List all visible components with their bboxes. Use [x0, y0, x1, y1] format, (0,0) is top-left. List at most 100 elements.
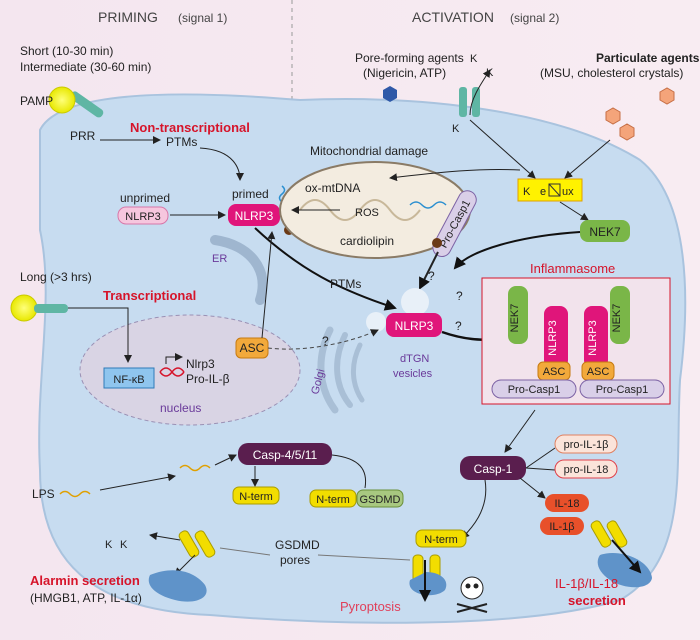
- prr-receptor-icon: [70, 91, 104, 118]
- il18-label: IL-18: [554, 498, 579, 510]
- nlrp3-left: NLRP3: [547, 320, 559, 355]
- non-transcriptional-label: Non-transcriptional: [130, 120, 250, 135]
- crystal-icon-1: [659, 87, 675, 105]
- arrow-transcriptional: [68, 307, 132, 363]
- arrow-asc-primed: [261, 231, 276, 339]
- nterm-left-label: N-term: [239, 491, 273, 503]
- arrow-casp1-il: [519, 477, 546, 499]
- nterm-left: [232, 486, 280, 505]
- pro-il18-label: pro-IL-18: [564, 464, 609, 476]
- nterm-right: [415, 529, 467, 548]
- arrow-k-out-bottom: [149, 532, 181, 541]
- crystal-icon-3: [619, 123, 635, 141]
- k-efflux-ux: ux: [562, 186, 574, 198]
- particulate-label: Particulate agents: [596, 51, 700, 65]
- pro-casp1-left: Pro-Casp1: [508, 384, 561, 396]
- pore-right-a: [590, 520, 612, 548]
- k-out-2: K: [486, 67, 494, 79]
- pro-il1b: [554, 434, 618, 454]
- k-efflux-k: K: [523, 186, 531, 198]
- particulate-eg: (MSU, cholesterol crystals): [540, 66, 683, 80]
- skull-icon: [456, 576, 488, 613]
- gsdmd: [356, 489, 404, 508]
- mtdna-icon: [409, 201, 447, 209]
- line-casp1-proil1b: [525, 447, 556, 469]
- arrow-il-secretion: [611, 539, 642, 574]
- nterm-mid: [309, 489, 357, 508]
- timing-short: Short (10-30 min): [20, 44, 113, 58]
- ros-label: ROS: [355, 207, 379, 219]
- k-out-1: K: [470, 53, 478, 65]
- mito-damage-label: Mitochondrial damage: [310, 144, 428, 158]
- nfkb-box: [103, 367, 155, 389]
- timing-long: Long (>3 hrs): [20, 270, 92, 284]
- er-membrane: [210, 235, 268, 305]
- arrow-lps-casp: [214, 454, 237, 466]
- nek7-left: NEK7: [509, 304, 521, 333]
- arrow-pore-efflux: [469, 119, 536, 179]
- arrow-efflux-nek7: [559, 201, 589, 221]
- nek7-right: NEK7: [611, 304, 623, 333]
- lps-icon-out: [59, 490, 91, 498]
- k-out-bottom-2: K: [120, 539, 128, 551]
- pore-agents-eg: (Nigericin, ATP): [363, 66, 446, 80]
- dtgn-label: dTGN: [400, 353, 429, 365]
- unprimed-label: unprimed: [120, 191, 170, 205]
- nterm-mid-label: N-term: [316, 494, 350, 506]
- long-ligand-icon: [10, 294, 38, 322]
- mito-cristae: [299, 199, 421, 221]
- pore-right-b: [606, 520, 628, 548]
- alarmin-eg: (HMGB1, ATP, IL-1α): [30, 591, 142, 605]
- q-nek7: ?: [456, 289, 463, 303]
- nigericin-icon: [383, 86, 397, 102]
- line-pores-right: [317, 554, 411, 561]
- k-out-bottom-1: K: [105, 539, 113, 551]
- cardiolipin-label: cardiolipin: [340, 234, 394, 248]
- il-secretion-a: IL-1β/IL-18: [555, 576, 618, 591]
- er-label: ER: [212, 253, 227, 265]
- ox-mtdna-label: ox-mtDNA: [305, 181, 360, 195]
- gene-pro-il: Pro-IL-β: [186, 372, 230, 386]
- nek7-free-label: NEK7: [589, 225, 621, 239]
- pore-channel-left: [459, 87, 467, 117]
- timing-intermediate: Intermediate (30-60 min): [20, 60, 151, 74]
- pro-casp1-right: Pro-Casp1: [596, 384, 649, 396]
- pro-il1b-label: pro-IL-1β: [564, 439, 609, 451]
- q-inflammasome: ?: [455, 319, 462, 333]
- nlrp3-primed-label: NLRP3: [235, 209, 274, 223]
- golgi-stack-3: [351, 342, 365, 403]
- golgi-stack-2: [334, 332, 353, 408]
- nlrp3-unprimed: [117, 206, 169, 225]
- casp1: [460, 456, 526, 480]
- ptms-top-label: PTMs: [166, 135, 197, 149]
- k-efflux-box: [517, 178, 583, 202]
- gsdmd-pores-b: pores: [280, 553, 310, 567]
- casp1-label: Casp-1: [474, 462, 513, 476]
- cell-membrane: [38, 93, 687, 624]
- gsdmd-pores-a: GSDMD: [275, 538, 320, 552]
- line-casp1-proil18: [525, 467, 556, 471]
- nlrp3-right: NLRP3: [587, 320, 599, 355]
- nlrp3-unprimed-label: NLRP3: [125, 211, 160, 223]
- nlrp3-active: [386, 313, 442, 337]
- arrow-efflux-mito: [389, 168, 521, 182]
- header-activation-sub: (signal 2): [510, 11, 559, 25]
- vesicle-2: [366, 312, 386, 332]
- pore-left-a: [178, 530, 200, 558]
- nucleus-label: nucleus: [160, 401, 201, 415]
- pore-channel-right: [472, 87, 480, 117]
- casp1-dot: [432, 238, 442, 248]
- casp4511-label: Casp-4/5/11: [253, 448, 318, 462]
- inflammasome-complex: NEK7 NLRP3 NLRP3 NEK7 ASC ASC Pro-Casp1 …: [491, 286, 665, 399]
- vesicles-label: vesicles: [393, 368, 433, 380]
- il18: [545, 494, 589, 512]
- line-pores-left: [219, 547, 271, 556]
- k-efflux-glyph: [548, 183, 561, 197]
- gsdmd-label: GSDMD: [360, 494, 401, 506]
- lps-label: LPS: [32, 487, 55, 501]
- asc-right: ASC: [587, 366, 610, 378]
- q-asc: ?: [322, 334, 329, 348]
- transcriptional-label: Transcriptional: [103, 288, 196, 303]
